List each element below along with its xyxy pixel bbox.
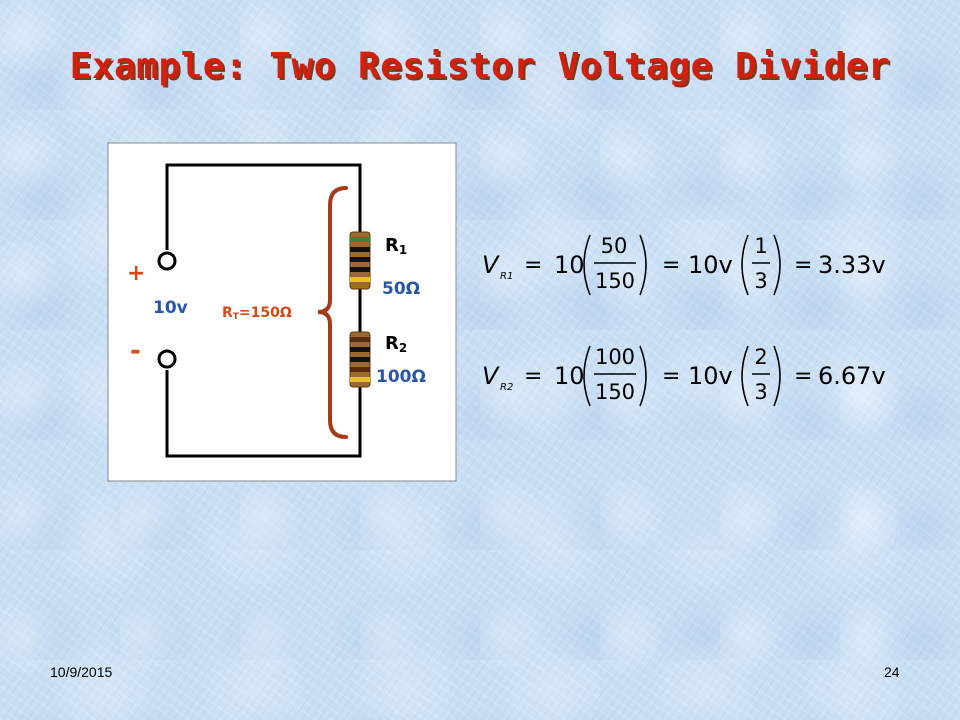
eq2-equals: = [524, 364, 542, 389]
r1-value: 50Ω [382, 279, 421, 299]
eq1-equals: = [524, 253, 542, 278]
eq2-equals-3: = [794, 364, 812, 389]
page-number: 24 [884, 664, 900, 680]
eq2-equals-2: = [662, 364, 680, 389]
bottom-wire [165, 370, 362, 458]
eq1-numerator-2: 1 [754, 234, 767, 258]
r1-label: R1 [385, 235, 408, 257]
eq2-result: 6.67v [818, 362, 886, 390]
eq1-denominator: 150 [595, 269, 635, 293]
eq1-coefficient: 10 [554, 251, 585, 279]
total-resistance-label: RT=150Ω [222, 305, 292, 322]
total-resistance-brace [317, 186, 348, 439]
eq2-denominator: 150 [595, 380, 635, 404]
source-voltage-label: 10v [153, 298, 188, 318]
equation-vr1: V R1 = 10 50 150 = 10v 1 3 = 3.33v [482, 234, 886, 296]
slide-title: Example: Two Resistor Voltage Divider [69, 46, 891, 87]
eq2-coefficient: 10 [554, 362, 585, 390]
top-wire [165, 163, 362, 250]
eq1-equals-2: = [662, 253, 680, 278]
eq2-variable: V [482, 362, 500, 390]
eq1-equals-3: = [794, 253, 812, 278]
r2-value: 100Ω [376, 367, 426, 387]
negative-terminal [157, 349, 177, 369]
minus-sign: - [130, 336, 141, 366]
r2-label: R2 [385, 333, 408, 355]
positive-terminal [157, 251, 177, 271]
footer-date: 10/9/2015 [50, 664, 113, 680]
eq2-numerator: 100 [595, 345, 635, 369]
eq1-variable: V [482, 251, 500, 279]
eq2-coefficient-2: 10v [688, 362, 733, 390]
resistor-r2 [349, 331, 371, 388]
eq2-numerator-2: 2 [754, 345, 767, 369]
resistor-r1 [349, 231, 371, 290]
eq2-subscript: R2 [500, 382, 513, 393]
eq2-denominator-2: 3 [754, 380, 767, 404]
eq1-coefficient-2: 10v [688, 251, 733, 279]
eq1-denominator-2: 3 [754, 269, 767, 293]
equation-vr2: V R2 = 10 100 150 = 10v 2 3 = 6.67v [482, 345, 886, 407]
eq1-numerator: 50 [601, 234, 628, 258]
eq1-subscript: R1 [500, 271, 513, 282]
eq1-result: 3.33v [818, 251, 886, 279]
plus-sign: + [127, 261, 146, 286]
